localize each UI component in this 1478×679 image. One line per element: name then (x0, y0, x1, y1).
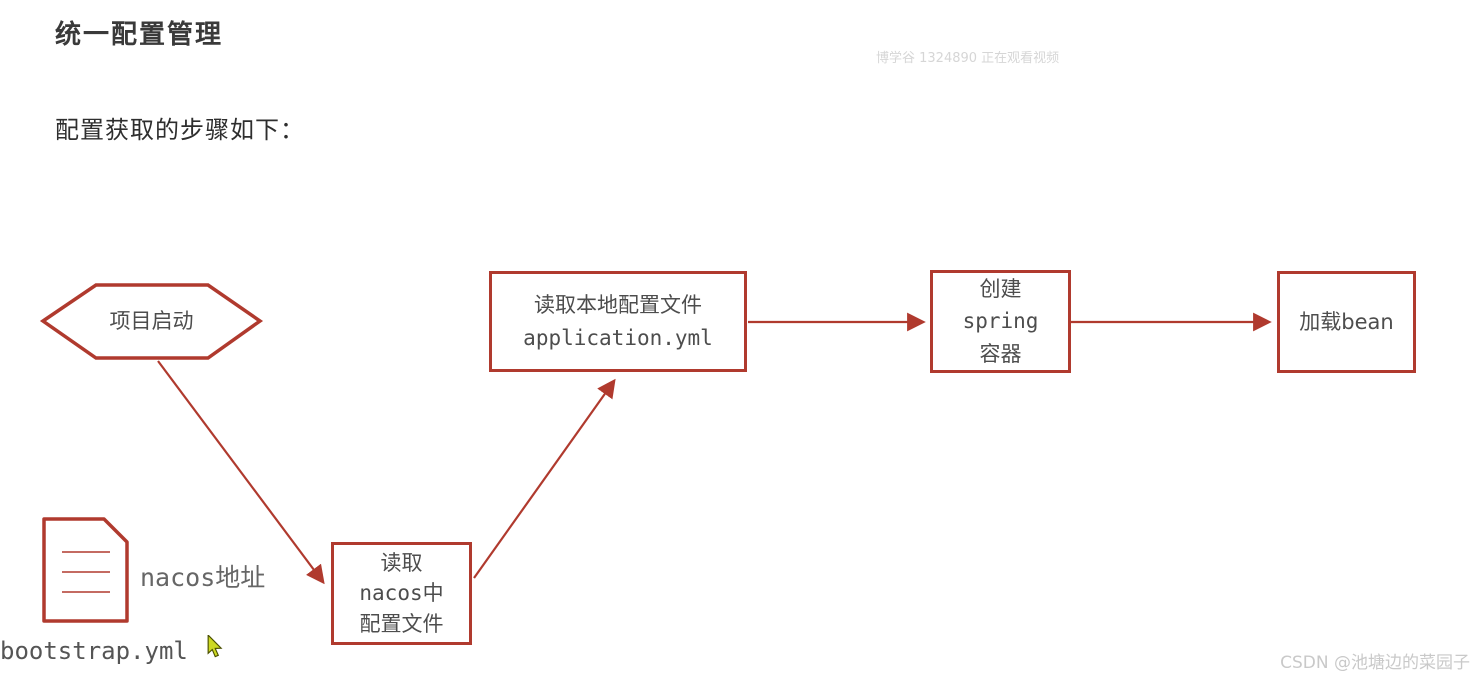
node-load-bean-label: 加载bean (1299, 309, 1394, 334)
node-project-start: 项目启动 (43, 284, 260, 359)
bootstrap-yml-label: bootstrap.yml (0, 637, 188, 665)
node-load-bean: 加载bean (1277, 271, 1416, 373)
node-spring-line2: spring (962, 309, 1039, 334)
edge-start-to-nacos (157, 360, 325, 585)
page-title: 统一配置管理 (55, 20, 224, 50)
nacos-address-label: nacos地址 (140, 563, 266, 592)
node-read-local-line1: 读取本地配置文件 (534, 292, 702, 317)
node-read-local-line2: application.yml (523, 325, 713, 350)
mouse-cursor-icon (207, 635, 223, 658)
node-read-local-config: 读取本地配置文件 application.yml (489, 271, 747, 372)
node-nacos-line3: 配置文件 (359, 611, 444, 636)
node-nacos-line1: 读取 (380, 550, 423, 575)
node-spring-line3: 容器 (979, 341, 1022, 366)
node-create-spring-container: 创建 spring 容器 (930, 270, 1071, 373)
node-read-nacos-config: 读取 nacos中 配置文件 (331, 542, 472, 645)
page-subtitle: 配置获取的步骤如下： (55, 116, 305, 144)
edge-nacos-to-local (473, 378, 616, 579)
document-icon (42, 517, 129, 623)
node-project-start-label: 项目启动 (109, 309, 194, 334)
viewer-watermark: 博学谷 1324890 正在观看视频 (876, 51, 1060, 66)
node-nacos-line2: nacos中 (359, 581, 444, 606)
node-spring-line1: 创建 (979, 276, 1022, 301)
csdn-watermark: CSDN @池塘边的菜园子 (1280, 653, 1470, 673)
